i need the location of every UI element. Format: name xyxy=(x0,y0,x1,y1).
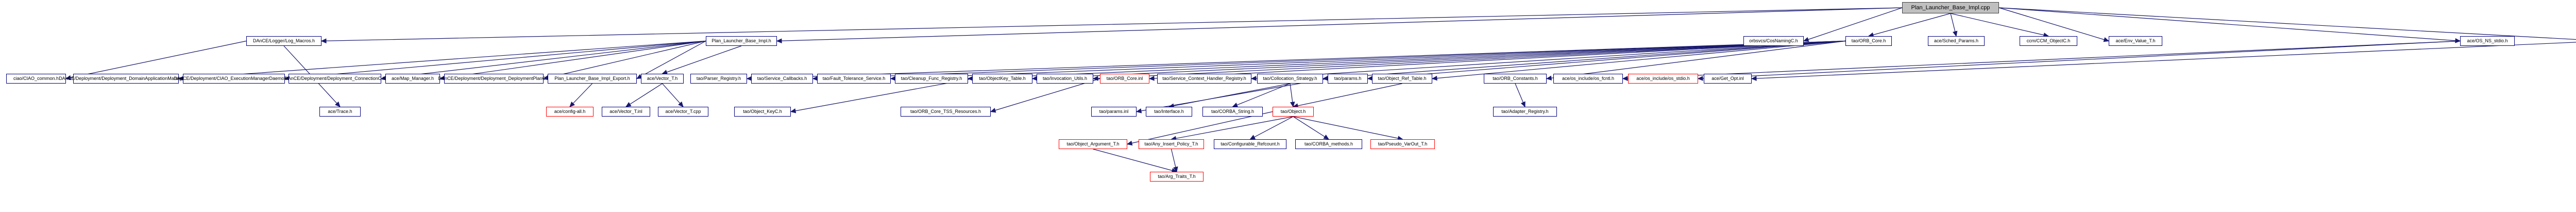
graph-node[interactable]: tao/Configurable_Refcount.h xyxy=(1214,139,1286,149)
graph-edge xyxy=(1515,83,1526,108)
graph-node[interactable]: tao/ORB_Core_TSS_Resources.h xyxy=(901,107,991,117)
graph-edge xyxy=(1697,40,2461,81)
graph-edge xyxy=(1293,116,1330,140)
graph-node[interactable]: ace/Env_Value_T.h xyxy=(2109,36,2162,46)
graph-edge xyxy=(1868,13,1951,38)
graph-node[interactable]: tao/Interface.h xyxy=(1146,107,1192,117)
graph-edge xyxy=(1171,116,1294,141)
graph-node[interactable]: DAnCE/Deployment/Deployment_ConnectionC.… xyxy=(284,74,385,84)
graph-node[interactable]: ccm/CCM_ObjectC.h xyxy=(2020,36,2077,46)
graph-node[interactable]: tao/ORB_Core.h xyxy=(1845,36,1892,46)
graph-node[interactable]: ace/Vector_T.inl xyxy=(602,107,650,117)
graph-node[interactable]: ace/OS_NS_stdio.h xyxy=(2460,36,2515,46)
graph-node[interactable]: ace/config-all.h xyxy=(546,107,594,117)
graph-node[interactable]: tao/Parser_Registry.h xyxy=(690,74,747,84)
graph-edge xyxy=(1290,83,1295,108)
graph-node[interactable]: DAnCE/Deployment/Deployment_DomainApplic… xyxy=(59,74,193,84)
graph-edge xyxy=(625,83,663,107)
graph-edge xyxy=(890,40,1846,81)
graph-edge xyxy=(662,83,684,107)
graph-node[interactable]: Plan_Launcher_Base_Impl.h xyxy=(706,36,777,46)
graph-edge xyxy=(320,7,1903,44)
graph-node[interactable]: orbsvcs/CosNamingC.h xyxy=(1743,36,1804,46)
graph-node[interactable]: tao/params.h xyxy=(1328,74,1368,84)
graph-edge xyxy=(662,45,742,75)
graph-node[interactable]: DAnCE/Deployment/CIAO_ExecutionManagerDa… xyxy=(174,74,294,84)
graph-node[interactable]: Plan_Launcher_Base_Impl_Export.h xyxy=(548,74,637,84)
graph-edge xyxy=(776,7,1903,43)
graph-node[interactable]: tao/Service_Callbacks.h xyxy=(751,74,813,84)
graph-node[interactable]: ace/os_include/os_fcntl.h xyxy=(1553,74,1623,84)
graph-edge xyxy=(1171,149,1178,173)
graph-node[interactable]: tao/ObjectKey_Table.h xyxy=(972,74,1032,84)
graph-node[interactable]: ace/Get_Opt.inl xyxy=(1704,74,1752,84)
graph-edge xyxy=(1249,116,1294,140)
graph-node[interactable]: tao/Service_Context_Handler_Registry.h xyxy=(1157,74,1251,84)
graph-node[interactable]: ace/os_include/os_stdio.h xyxy=(1628,74,1698,84)
graph-node[interactable]: tao/ORB_Core.inl xyxy=(1100,74,1149,84)
graph-node[interactable]: tao/CORBA_methods.h xyxy=(1295,139,1362,149)
graph-node[interactable]: tao/Collocation_Strategy.h xyxy=(1257,74,1323,84)
graph-edge xyxy=(1168,83,1291,108)
graph-node[interactable]: ace/Vector_T.h xyxy=(641,74,684,84)
graph-edge xyxy=(990,78,1100,113)
graph-node[interactable]: ace/Map_Manager.h xyxy=(385,74,440,84)
graph-node[interactable]: DAnCE/Deployment/Deployment_DeploymentPl… xyxy=(438,74,550,84)
graph-node[interactable]: tao/Object_Argument_T.h xyxy=(1059,139,1127,149)
graph-node[interactable]: tao/Object.h xyxy=(1273,107,1314,117)
graph-edge xyxy=(1292,83,1402,108)
graph-node[interactable]: tao/Pseudo_VarOut_T.h xyxy=(1370,139,1435,149)
graph-edge xyxy=(1093,149,1178,173)
graph-node[interactable]: tao/Adapter_Registry.h xyxy=(1493,107,1557,117)
graph-edge xyxy=(1950,13,2049,38)
graph-node[interactable]: DAnCE/Logger/Log_Macros.h xyxy=(246,36,321,46)
graph-node[interactable]: tao/Fault_Tolerance_Service.h xyxy=(817,74,891,84)
graph-edge xyxy=(1293,116,1403,141)
graph-node[interactable]: ace/Vector_T.cpp xyxy=(658,107,708,117)
graph-node[interactable]: ciao/CIAO_common.h xyxy=(6,74,66,84)
graph-root-node[interactable]: Plan_Launcher_Base_Impl.cpp xyxy=(1902,2,1999,13)
graph-edge xyxy=(636,40,706,79)
graph-edge xyxy=(1751,42,2576,81)
graph-node[interactable]: ace/Trace.h xyxy=(319,107,361,117)
graph-node[interactable]: tao/Arg_Traits_T.h xyxy=(1150,172,1204,182)
graph-node[interactable]: tao/Any_Insert_Policy_T.h xyxy=(1139,139,1204,149)
graph-node[interactable]: tao/Object_KeyC.h xyxy=(734,107,791,117)
graph-edge xyxy=(1950,13,1958,37)
graph-node[interactable]: ace/Sched_Params.h xyxy=(1928,36,1985,46)
graph-edge xyxy=(569,83,592,107)
graph-node[interactable]: tao/ORB_Constants.h xyxy=(1484,74,1547,84)
graph-edge xyxy=(1232,83,1291,107)
graph-node[interactable]: tao/Cleanup_Func_Registry.h xyxy=(895,74,968,84)
graph-node[interactable]: tao/CORBA_String.h xyxy=(1202,107,1263,117)
graph-node[interactable]: tao/params.inl xyxy=(1091,107,1137,117)
graph-node[interactable]: tao/Object_Ref_Table.h xyxy=(1372,74,1432,84)
graph-node[interactable]: tao/Invocation_Utils.h xyxy=(1037,74,1093,84)
